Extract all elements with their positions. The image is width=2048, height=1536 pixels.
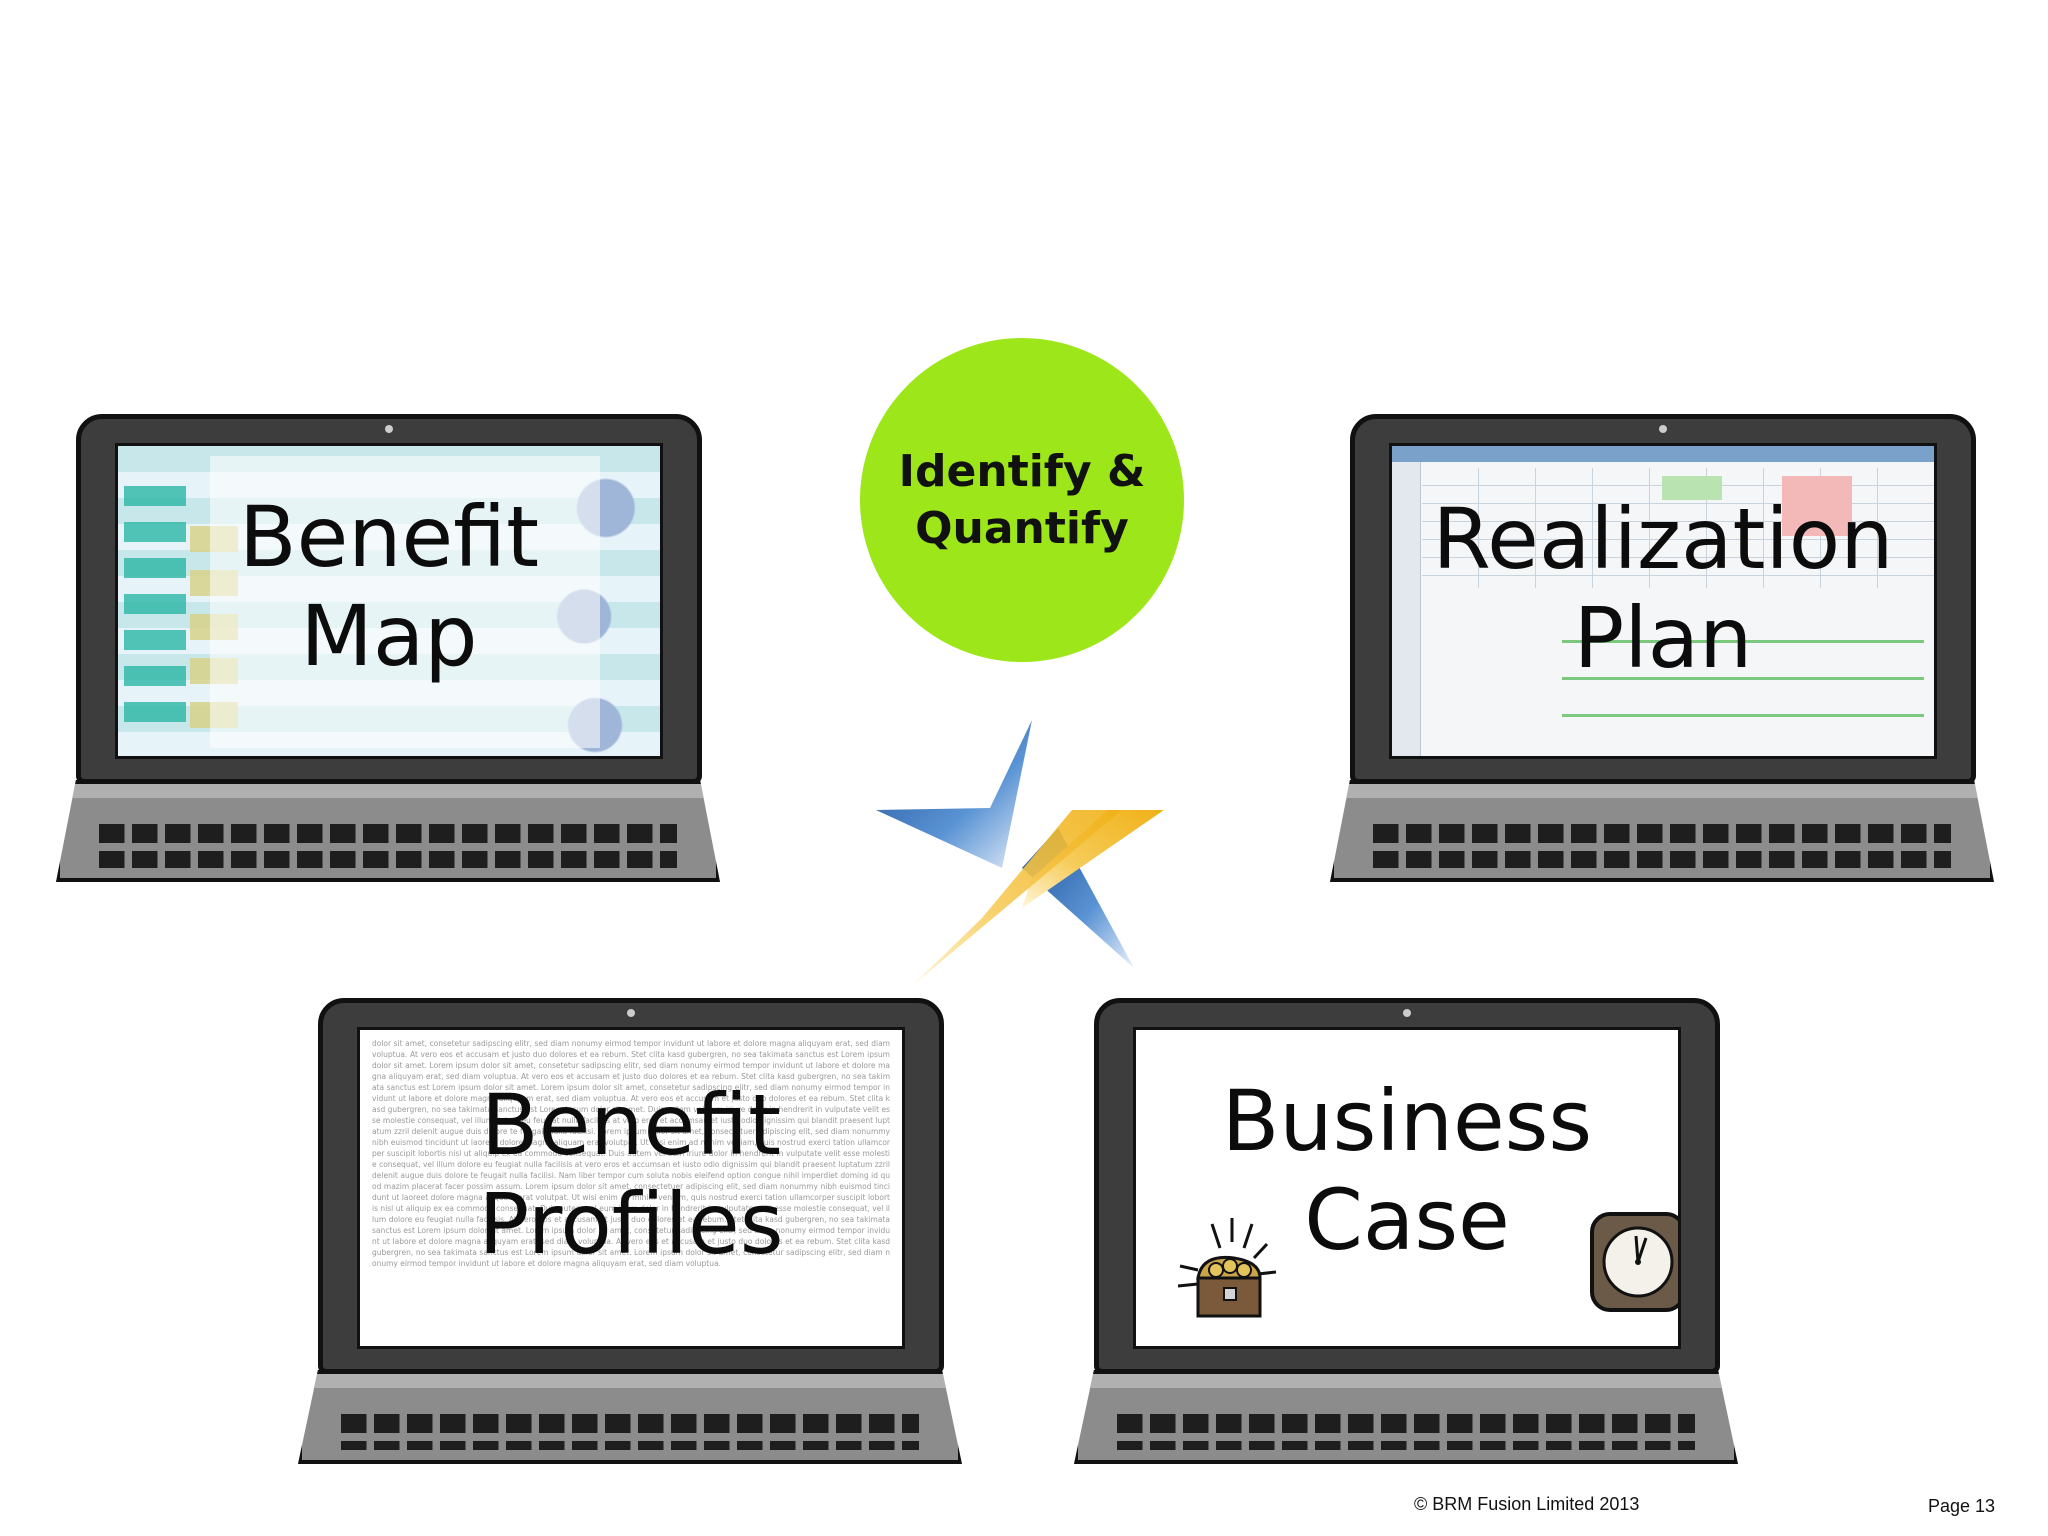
laptop-screen: Business Case (1133, 1027, 1681, 1349)
benefit-map-diagram (118, 446, 660, 756)
laptop-keyboard-base (56, 780, 720, 882)
identify-quantify-badge: Identify & Quantify (860, 338, 1184, 662)
webcam-icon (1403, 1009, 1411, 1017)
clock-icon (1590, 1212, 1678, 1312)
laptop-lid: Benefit Map (76, 414, 702, 784)
laptop-business-case: Business Case (1074, 998, 1740, 1464)
realization-plan-screenshot (1392, 446, 1934, 756)
laptop-keyboard-base (1074, 1370, 1738, 1464)
benefit-map-label: Benefit Map (238, 488, 540, 686)
keyboard (341, 1414, 919, 1450)
treasure-chest-icon (1177, 1218, 1277, 1318)
identify-quantify-text: Identify & Quantify (898, 445, 1146, 554)
benefit-profiles-filler-text: dolor sit amet, consetetur sadipscing el… (372, 1039, 890, 1268)
webcam-icon (627, 1009, 635, 1017)
realization-plan-label: Realization Plan (1432, 490, 1894, 688)
laptop-screen: Realization Plan (1389, 443, 1937, 759)
webcam-icon (385, 425, 393, 433)
laptop-lid: Realization Plan (1350, 414, 1976, 784)
star-logo-icon (876, 720, 1164, 986)
laptop-benefit-profiles: dolor sit amet, consetetur sadipscing el… (298, 998, 964, 1464)
laptop-realization-plan: Realization Plan (1330, 414, 1996, 882)
keyboard (1373, 824, 1951, 868)
laptop-screen: dolor sit amet, consetetur sadipscing el… (357, 1027, 905, 1349)
laptop-lid: Business Case (1094, 998, 1720, 1374)
copyright-footer: © BRM Fusion Limited 2013 (1414, 1494, 1640, 1514)
business-case-label: Business Case (1221, 1072, 1593, 1270)
keyboard (1117, 1414, 1695, 1450)
keyboard (99, 824, 677, 868)
laptop-screen: Benefit Map (115, 443, 663, 759)
webcam-icon (1659, 425, 1667, 433)
laptop-lid: dolor sit amet, consetetur sadipscing el… (318, 998, 944, 1374)
laptop-keyboard-base (1330, 780, 1994, 882)
page-number: Page 13 (1928, 1496, 1996, 1516)
laptop-keyboard-base (298, 1370, 962, 1464)
benefit-profiles-label: Benefit Profiles (478, 1076, 784, 1274)
laptop-benefit-map: Benefit Map (56, 414, 722, 882)
